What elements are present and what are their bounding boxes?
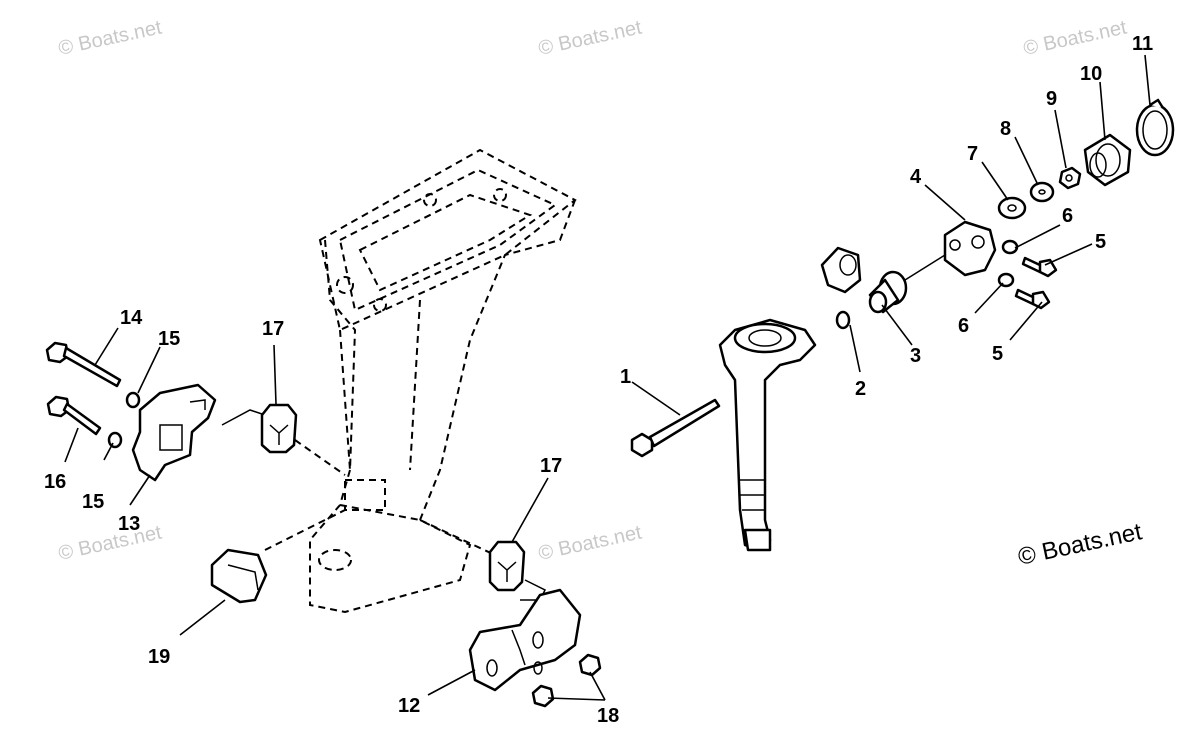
part-5-bolts [1014, 256, 1058, 310]
watermarks: © Boats.net © Boats.net © Boats.net © Bo… [56, 16, 1129, 564]
part-9-nut [1058, 166, 1082, 190]
callout-16: 16 [44, 471, 66, 493]
callout-8: 8 [1000, 118, 1011, 140]
part-17-mount-upper [260, 403, 298, 454]
part-11-clip-ring [1135, 98, 1175, 157]
part-18-nuts [531, 653, 602, 708]
part-12-lower-bracket [468, 588, 582, 692]
callout-14: 14 [120, 307, 143, 329]
callout-7: 7 [967, 143, 978, 165]
watermark-mid-left: © Boats.net [56, 521, 164, 564]
callout-9: 9 [1046, 88, 1057, 110]
part-3-bushing [868, 270, 908, 314]
watermark-mid-center: © Boats.net [536, 521, 644, 564]
part-15-washer-lower [107, 431, 123, 449]
leader-lines [64, 54, 1151, 701]
callout-2: 2 [855, 378, 866, 400]
part-15-washer-upper [125, 391, 141, 409]
part-7-washer [997, 196, 1027, 220]
driveshaft-housing [309, 148, 577, 614]
callout-18: 18 [597, 705, 619, 727]
callout-4: 4 [910, 166, 922, 188]
callout-5-upper: 5 [1095, 231, 1106, 253]
callout-11: 11 [1132, 33, 1153, 55]
copyright-credit: © Boats.net [1016, 518, 1145, 571]
callout-6-upper: 6 [1062, 205, 1073, 227]
callout-12: 12 [398, 695, 420, 717]
part-14-bolt [45, 341, 122, 388]
callout-6-lower: 6 [958, 315, 969, 337]
callout-15-lower: 15 [82, 491, 104, 513]
part-6-washer-upper [1001, 239, 1019, 255]
part-13-upper-bracket [131, 383, 217, 482]
link-line-4-3 [904, 254, 946, 281]
watermark-top-center: © Boats.net [536, 16, 644, 59]
bushing-pair [820, 246, 862, 294]
support-tube [718, 318, 817, 552]
part-10-boot [1083, 133, 1132, 187]
watermark-top-left: © Boats.net [56, 16, 164, 59]
callout-15-upper: 15 [158, 328, 180, 350]
callouts: 1 2 3 4 5 5 6 6 7 8 9 10 11 12 13 14 15 … [44, 33, 1153, 727]
watermark-top-right: © Boats.net [1021, 16, 1129, 59]
part-19-mount [210, 548, 268, 604]
callout-17-lower: 17 [540, 455, 562, 477]
part-16-bolt [46, 395, 102, 436]
callout-10: 10 [1080, 63, 1102, 85]
callout-5-lower: 5 [992, 343, 1003, 365]
callout-1: 1 [620, 366, 631, 388]
callout-3: 3 [910, 345, 921, 367]
part-1-bolt [630, 398, 721, 458]
callout-19: 19 [148, 646, 170, 668]
callout-17-upper: 17 [262, 318, 284, 340]
part-8-washer [1029, 181, 1055, 203]
callout-13: 13 [118, 513, 140, 535]
part-17-mount-lower [488, 540, 526, 592]
part-2-washer [835, 310, 851, 330]
part-4-bracket [943, 220, 997, 277]
